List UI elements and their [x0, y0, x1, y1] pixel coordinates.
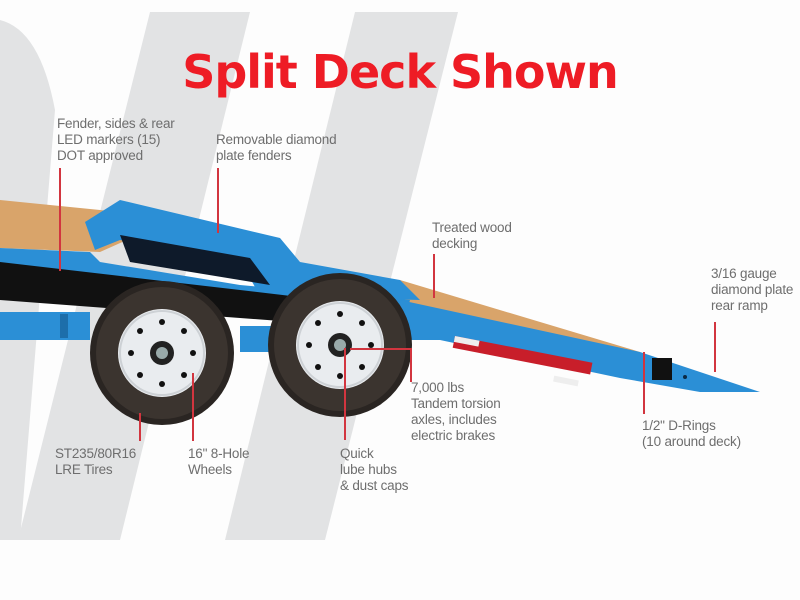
- callout-fenders: Removable diamond plate fenders: [216, 132, 337, 163]
- rear-deck: [400, 280, 640, 352]
- callout-fender-led: Fender, sides & rear LED markers (15) DO…: [57, 116, 175, 163]
- callout-axles: 7,000 lbs Tandem torsion axles, includes…: [411, 380, 501, 443]
- callout-hubs: Quick lube hubs & dust caps: [340, 446, 409, 493]
- leader-hubs: [344, 348, 346, 440]
- callout-ramp: 3/16 gauge diamond plate rear ramp: [711, 266, 794, 313]
- callout-d-rings: 1/2" D-Rings (10 around deck): [642, 418, 741, 449]
- leader-d-rings: [643, 352, 645, 414]
- callout-decking: Treated wood decking: [432, 220, 512, 251]
- leader-tires: [139, 413, 141, 441]
- callout-tires: ST235/80R16 LRE Tires: [55, 446, 137, 477]
- leader-decking: [433, 254, 435, 298]
- leader-fender-led: [59, 168, 61, 271]
- callout-wheels: 16" 8-Hole Wheels: [188, 446, 250, 477]
- leader-axles: [410, 348, 412, 382]
- leader-fenders: [217, 168, 219, 233]
- leader-axles-h: [350, 348, 412, 350]
- tire-rear: [268, 273, 412, 417]
- page-title: Split Deck Shown: [182, 45, 619, 99]
- leader-wheels: [192, 373, 194, 441]
- tire-front: [90, 281, 234, 425]
- leader-ramp: [714, 322, 716, 372]
